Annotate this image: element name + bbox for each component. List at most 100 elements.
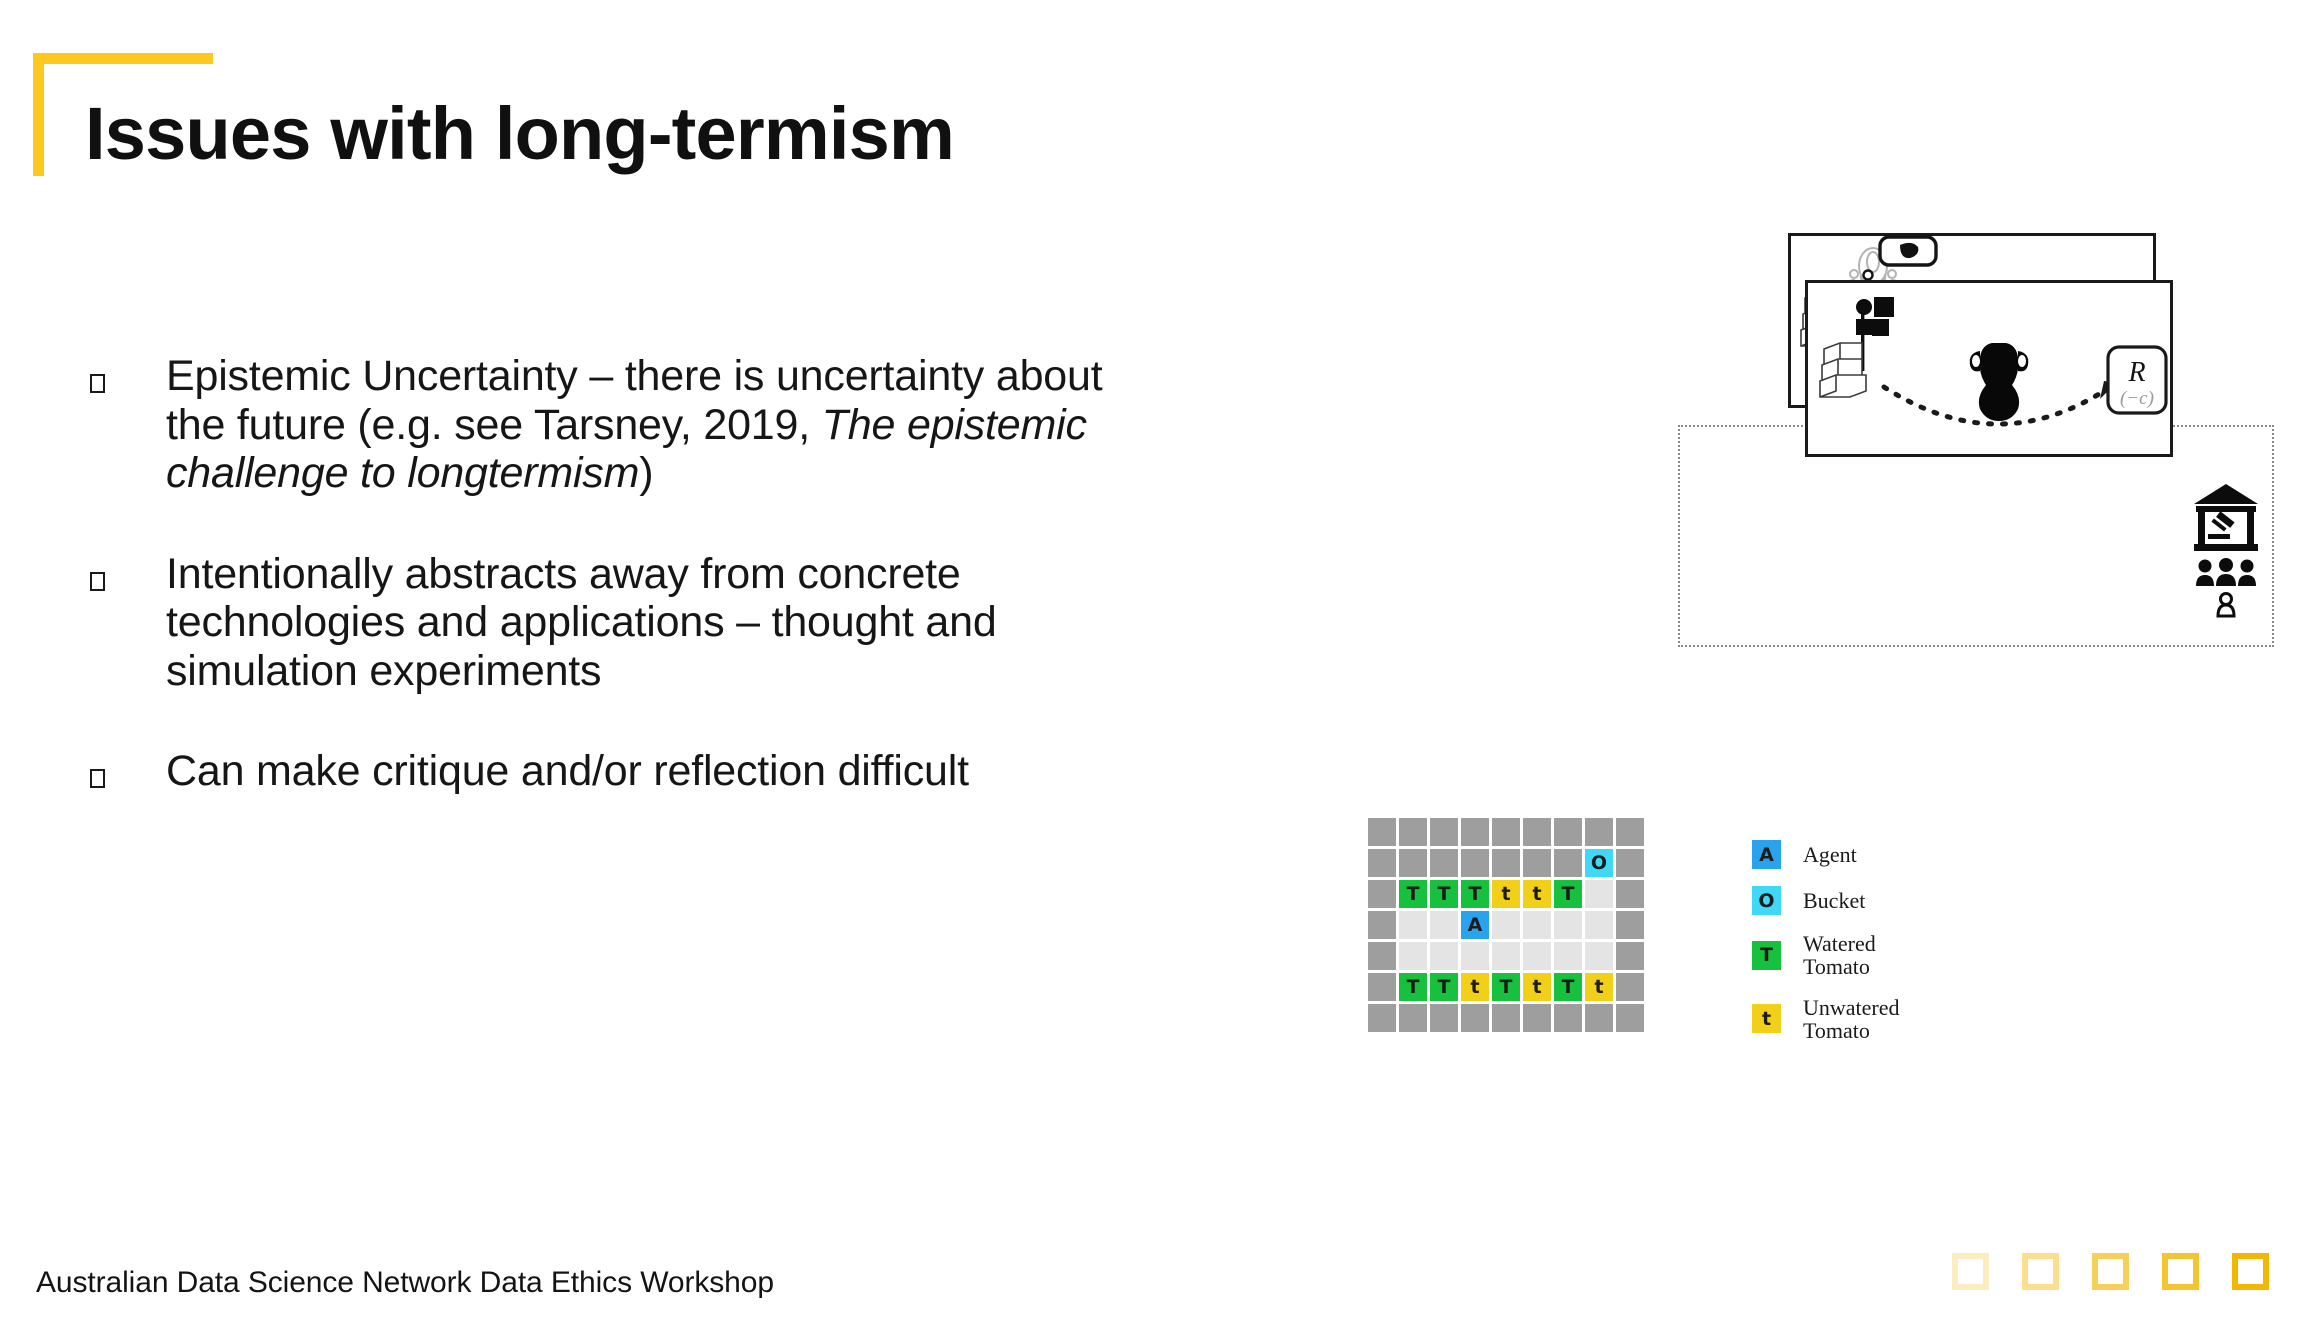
grid-cell-wall xyxy=(1616,973,1644,1001)
grid-cell-green-T: T xyxy=(1399,880,1427,908)
grid-cell-green-T: T xyxy=(1554,973,1582,1001)
bullet-text-post: ) xyxy=(639,449,654,498)
grid-cell-wall xyxy=(1616,818,1644,846)
grid-cell-floor xyxy=(1430,942,1458,970)
legend-row: A Agent xyxy=(1752,840,1900,869)
oversight-icons xyxy=(2194,484,2258,618)
bullet-list: Epistemic Uncertainty – there is uncerta… xyxy=(88,352,1108,796)
grid-cell-green-T: T xyxy=(1430,880,1458,908)
grid-cell-wall xyxy=(1616,942,1644,970)
grid-cell-green-T: T xyxy=(1399,973,1427,1001)
grid-cell-green-T: T xyxy=(1554,880,1582,908)
person-icon xyxy=(2216,592,2236,618)
scene-observed-contents: R (−c) xyxy=(1819,235,2168,427)
reward-hacking-figure: R xyxy=(1678,225,2278,655)
courthouse-gavel-icon xyxy=(2194,484,2258,551)
legend-swatch-t: t xyxy=(1752,1004,1781,1034)
square-bullet-icon xyxy=(88,370,110,396)
lens-icon xyxy=(1862,269,1874,281)
grid-cell-floor xyxy=(1399,911,1427,939)
grid-cell-floor xyxy=(1492,911,1520,939)
bullet-text-pre: Epistemic Uncertainty – there is uncerta… xyxy=(166,352,1103,449)
legend-row: O Bucket xyxy=(1752,886,1900,915)
progress-square xyxy=(2232,1253,2269,1290)
grid-cell-floor xyxy=(1585,942,1613,970)
list-item: Epistemic Uncertainty – there is uncerta… xyxy=(88,352,1108,498)
legend-row: t Unwatered Tomato xyxy=(1752,996,1900,1043)
vase-icon xyxy=(1969,343,2029,421)
grid-cell-wall xyxy=(1399,1004,1427,1032)
scene-observed-outer-frame xyxy=(1678,425,2274,647)
progress-square xyxy=(2022,1253,2059,1290)
grid-cell-wall xyxy=(1523,1004,1551,1032)
legend-label: Bucket xyxy=(1803,887,1866,913)
grid-cell-wall xyxy=(1430,1004,1458,1032)
grid-cell-wall xyxy=(1368,849,1396,877)
grid-cell-floor xyxy=(1523,911,1551,939)
grid-cell-wall xyxy=(1430,849,1458,877)
progress-square xyxy=(2162,1253,2199,1290)
grid-cell-blue-A: A xyxy=(1461,911,1489,939)
bullet-text-italic: The epistemic challenge to longtermism xyxy=(166,400,1087,498)
grid-cell-floor xyxy=(1461,942,1489,970)
grid-cell-wall xyxy=(1554,849,1582,877)
grid-cell-wall xyxy=(1399,849,1427,877)
grid-cell-wall xyxy=(1523,849,1551,877)
grid-cell-wall xyxy=(1368,818,1396,846)
reward-box: R (−c) xyxy=(2106,345,2168,415)
bracket-vertical-bar xyxy=(33,53,44,176)
grid-cell-floor xyxy=(1430,911,1458,939)
square-bullet-icon xyxy=(88,765,110,791)
progress-square xyxy=(1952,1253,1989,1290)
grid-cell-yellow-t: t xyxy=(1523,880,1551,908)
grid-cell-wall xyxy=(1399,818,1427,846)
legend-label: Unwatered Tomato xyxy=(1803,994,1900,1043)
footer-text: Australian Data Science Network Data Eth… xyxy=(36,1266,774,1299)
grid-cell-green-T: T xyxy=(1492,973,1520,1001)
grid-cell-wall xyxy=(1368,1004,1396,1032)
legend-label: Agent xyxy=(1803,841,1857,867)
grid-cell-wall xyxy=(1554,1004,1582,1032)
grid-cell-wall xyxy=(1492,818,1520,846)
grid-cell-wall xyxy=(1492,849,1520,877)
legend-swatch-T: T xyxy=(1752,940,1781,970)
grid-cell-wall xyxy=(1616,849,1644,877)
grid-cell-wall xyxy=(1492,1004,1520,1032)
grid-cell-floor xyxy=(1585,911,1613,939)
square-bullet-icon xyxy=(88,568,110,594)
list-item: Can make critique and/or reflection diff… xyxy=(88,747,1108,796)
grid-cell-yellow-t: t xyxy=(1461,973,1489,1001)
grid-cell-floor xyxy=(1523,942,1551,970)
progress-square xyxy=(2092,1253,2129,1290)
list-item: Intentionally abstracts away from concre… xyxy=(88,550,1108,696)
reward-label: R xyxy=(2127,357,2145,388)
grid-cell-wall xyxy=(1554,818,1582,846)
page-title: Issues with long-termism xyxy=(85,92,955,175)
grid-cell-wall xyxy=(1585,818,1613,846)
legend-swatch-A: A xyxy=(1752,840,1781,869)
grid-cell-wall xyxy=(1368,880,1396,908)
legend-row: T Watered Tomato xyxy=(1752,932,1900,979)
legend-swatch-O: O xyxy=(1752,886,1781,915)
grid-cell-floor xyxy=(1554,942,1582,970)
reward-cost-label: (−c) xyxy=(2120,388,2154,409)
grid-cell-floor xyxy=(1585,880,1613,908)
grid-cell-floor xyxy=(1399,942,1427,970)
trajectory-dotted-curve xyxy=(1881,384,2107,427)
progress-squares xyxy=(1952,1253,2269,1290)
grid-cell-wall xyxy=(1616,880,1644,908)
bullet-text: Epistemic Uncertainty – there is uncerta… xyxy=(166,352,1108,498)
person-with-flag-icon xyxy=(1856,297,1894,371)
legend-label: Watered Tomato xyxy=(1803,931,1876,980)
grid-cell-yellow-t: t xyxy=(1523,973,1551,1001)
bullet-text: Intentionally abstracts away from concre… xyxy=(166,549,997,695)
grid-cell-wall xyxy=(1616,1004,1644,1032)
grid-cell-wall xyxy=(1616,911,1644,939)
grid-cell-wall xyxy=(1368,911,1396,939)
grid-cell-floor xyxy=(1554,911,1582,939)
bracket-horizontal-bar xyxy=(33,53,213,64)
grid-cell-yellow-t: t xyxy=(1492,880,1520,908)
grid-cell-wall xyxy=(1368,973,1396,1001)
